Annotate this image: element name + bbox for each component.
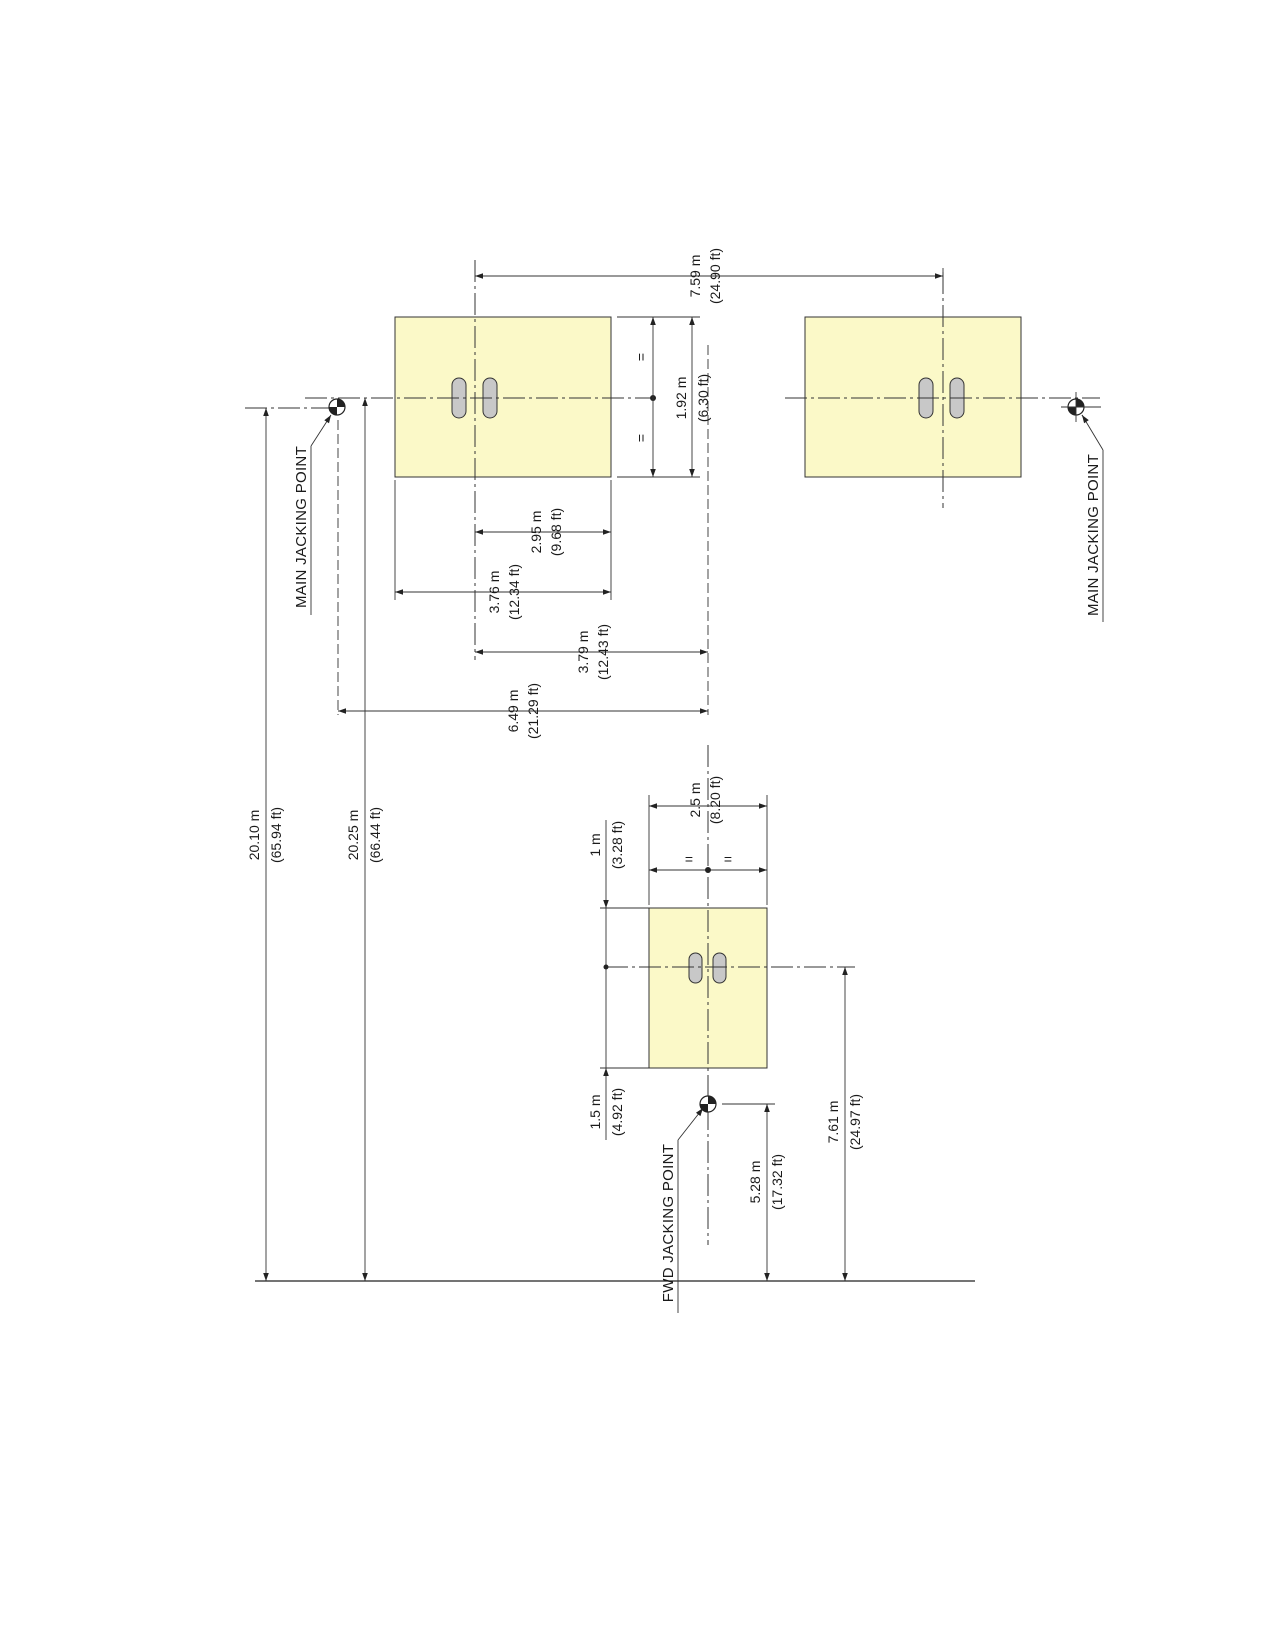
dim-15-ft: (4.92 ft)	[609, 1088, 625, 1136]
dim-761-ft: (24.97 ft)	[847, 1094, 863, 1150]
dim-649-m: 6.49 m	[505, 690, 521, 733]
equal-mark-nose-left: =	[685, 851, 693, 867]
left-main-gear-pad	[394, 316, 612, 478]
dim-2025-m: 20.25 m	[345, 810, 361, 861]
dim-295-ft: (9.68 ft)	[548, 508, 564, 556]
left-main-jacking-leader	[310, 415, 331, 470]
dim-2010-m: 20.10 m	[246, 810, 262, 861]
main-jacking-point-label-left: MAIN JACKING POINT	[293, 446, 310, 608]
dim-2025-ft: (66.44 ft)	[367, 807, 383, 863]
dim-761-m: 7.61 m	[825, 1101, 841, 1144]
dim-192-m: 1.92 m	[673, 377, 689, 420]
right-main-jacking-point-symbol	[1061, 392, 1101, 422]
dim-376-ft: (12.34 ft)	[506, 564, 522, 620]
dim-192-ft: (6.30 ft)	[695, 374, 711, 422]
nose-tire-1	[688, 952, 703, 984]
dim-1-ft: (3.28 ft)	[609, 821, 625, 869]
dim-379-m: 3.79 m	[575, 631, 591, 674]
left-main-jacking-point-symbol	[328, 398, 346, 416]
dim-379-ft: (12.43 ft)	[595, 624, 611, 680]
right-main-gear-pad	[804, 316, 1022, 478]
equal-mark-nose-right: =	[724, 851, 732, 867]
equal-mark-192-bottom: =	[633, 434, 649, 442]
fwd-jacking-leader	[677, 1111, 701, 1313]
dim-295-m: 2.95 m	[528, 511, 544, 554]
dim-25-ft: (8.20 ft)	[707, 776, 723, 824]
fwd-jacking-point-symbol	[699, 1095, 717, 1113]
dim-25-m: 2.5 m	[687, 782, 703, 817]
dim-759-ft: (24.90 ft)	[707, 248, 723, 304]
dim-649-ft: (21.29 ft)	[525, 683, 541, 739]
dim-528-m: 5.28 m	[747, 1161, 763, 1204]
dim-1-m: 1 m	[587, 833, 603, 856]
dim-15-m: 1.5 m	[587, 1094, 603, 1129]
dim-376-m: 3.76 m	[486, 571, 502, 614]
equal-mark-192-top: =	[633, 353, 649, 361]
nose-tire-2	[712, 952, 727, 984]
dim-528-ft: (17.32 ft)	[769, 1154, 785, 1210]
fwd-jacking-point-label: FWD JACKING POINT	[660, 1144, 677, 1302]
dim-759-m: 7.59 m	[687, 255, 703, 298]
dim-2010-ft: (65.94 ft)	[268, 807, 284, 863]
main-jacking-point-label-right: MAIN JACKING POINT	[1085, 454, 1102, 616]
